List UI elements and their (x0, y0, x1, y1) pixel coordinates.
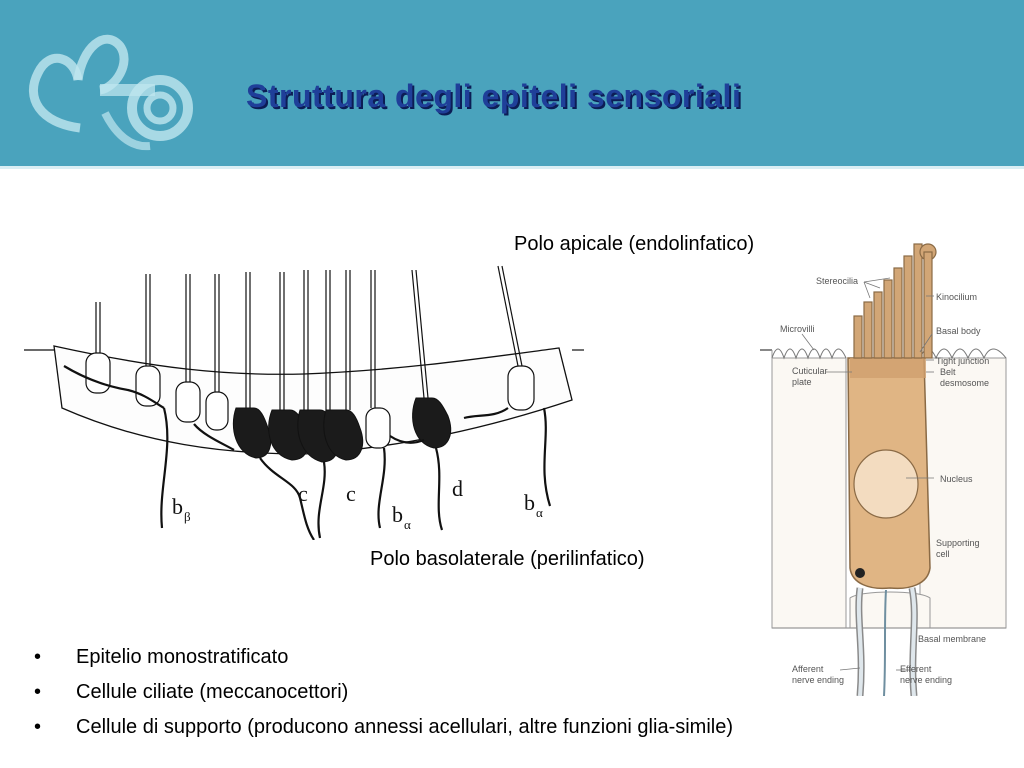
slide-title: Struttura degli epiteli sensoriali (246, 78, 742, 114)
label-basal-body: Basal body (936, 326, 981, 336)
label-b-alpha-2-sub: α (536, 505, 543, 520)
label-b-beta-sub: β (184, 509, 191, 524)
label-b-beta: b (172, 494, 183, 519)
label-tight-junction: Tight junction (936, 356, 989, 366)
bullet-item: Epitelio monostratificato (30, 640, 733, 675)
label-plate: plate (792, 377, 812, 387)
hair-cell-diagram: Stereocilia Kinocilium Microvilli Basal … (760, 243, 1007, 696)
apical-pole-caption: Polo apicale (endolinfatico) (514, 233, 755, 255)
label-belt: Belt (940, 367, 956, 377)
label-afferent: Afferent (792, 664, 824, 674)
label-nucleus: Nucleus (940, 474, 973, 484)
label-afferent-2: nerve ending (792, 675, 844, 685)
label-cell: cell (936, 549, 950, 559)
basolateral-pole-caption: Polo basolaterale (perilinfatico) (370, 548, 645, 570)
header-divider (0, 166, 1024, 169)
label-b-alpha-2: b (524, 490, 535, 515)
label-microvilli: Microvilli (780, 324, 815, 334)
label-c-1: c (298, 481, 308, 506)
label-stereocilia: Stereocilia (816, 276, 858, 286)
label-b-alpha-1: b (392, 502, 403, 527)
inner-ear-icon (29, 34, 193, 151)
bullet-item: Cellule di supporto (producono annessi a… (30, 710, 733, 745)
label-b-alpha-1-sub: α (404, 517, 411, 532)
label-d: d (452, 476, 463, 501)
label-cuticular: Cuticular (792, 366, 828, 376)
bullet-list: Epitelio monostratificato Cellule ciliat… (30, 640, 733, 745)
label-efferent-2: nerve ending (900, 675, 952, 685)
sensory-epithelium-drawing: b β c c b α d b α (24, 265, 584, 540)
slide-header: Struttura degli epiteli sensoriali (0, 0, 1024, 166)
label-supporting: Supporting (936, 538, 980, 548)
label-basal-membrane: Basal membrane (918, 634, 986, 644)
bullet-item: Cellule ciliate (meccanocettori) (30, 675, 733, 710)
label-kinocilium: Kinocilium (936, 292, 977, 302)
label-desmosome: desmosome (940, 378, 989, 388)
label-efferent: Efferent (900, 664, 932, 674)
label-c-2: c (346, 481, 356, 506)
